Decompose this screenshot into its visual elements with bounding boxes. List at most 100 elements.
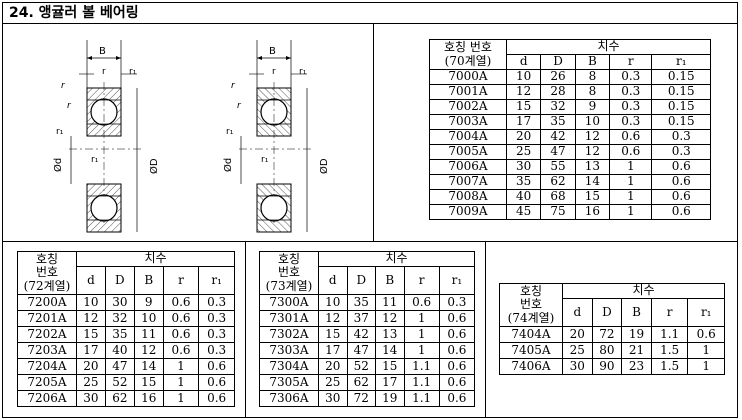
header-name: 호칭 번호 (74계열)	[499, 283, 563, 327]
cell-value: 15	[505, 99, 542, 115]
bearing-drawing-left: B r r₁ r r r₁ r₁ Ød	[52, 40, 160, 233]
label-b: B	[99, 46, 106, 57]
cell-value: 45	[505, 204, 542, 220]
cell-value: 80	[591, 342, 623, 359]
header-dims: 치수	[562, 283, 725, 299]
cell-value: 68	[540, 189, 576, 205]
cell-value: 1	[403, 310, 440, 327]
cell-value: 0.6	[438, 358, 476, 375]
cell-value: 35	[505, 174, 542, 190]
label-r-side2-2: r	[237, 101, 242, 111]
cell-value: 10	[505, 69, 542, 85]
cell-value: 42	[540, 129, 576, 145]
cell-designation: 7305A	[259, 374, 319, 391]
cell-value: 1.1	[403, 358, 440, 375]
cell-value: 0.3	[198, 310, 235, 327]
cell-designation: 7204A	[17, 358, 77, 375]
cell-value: 12	[505, 84, 542, 100]
cell-value: 47	[346, 342, 377, 359]
col-B: B	[375, 266, 405, 295]
label-r-top-2: r	[272, 67, 276, 77]
cell-value: 0.6	[162, 310, 200, 327]
cell-value: 1.1	[403, 390, 440, 407]
cell-designation: 7205A	[17, 374, 77, 391]
col-B: B	[574, 54, 611, 70]
cell-value: 40	[505, 189, 542, 205]
header-name-line1: 호칭	[519, 284, 543, 299]
col-r: r	[162, 266, 200, 295]
cell-value: 13	[375, 326, 405, 343]
cell-value: 12	[574, 129, 611, 145]
cell-designation: 7404A	[499, 326, 563, 343]
cell-value: 0.15	[651, 84, 711, 100]
cell-value: 15	[375, 358, 405, 375]
cell-value: 0.6	[438, 326, 476, 343]
label-r1-mid-2: r₁	[261, 155, 269, 165]
cell-designation: 7206A	[17, 390, 77, 407]
cell-value: 15	[133, 374, 164, 391]
col-B: B	[133, 266, 164, 295]
cell-value: 1.5	[650, 342, 689, 359]
cell-designation: 7008A	[429, 189, 507, 205]
cell-value: 25	[318, 374, 348, 391]
cell-value: 19	[375, 390, 405, 407]
cell-value: 0.6	[687, 326, 725, 343]
cell-value: 1	[609, 174, 653, 190]
cell-value: 1	[162, 390, 200, 407]
cell-value: 16	[574, 204, 611, 220]
cell-designation: 7000A	[429, 69, 507, 85]
page-title: 24. 앵귤러 볼 베어링	[2, 2, 738, 24]
cell-value: 1	[609, 159, 653, 175]
cell-value: 25	[76, 374, 106, 391]
header-dims: 치수	[506, 39, 711, 55]
cell-designation: 7002A	[429, 99, 507, 115]
cell-value: 11	[133, 326, 164, 343]
col-d: d	[76, 266, 106, 295]
cell-value: 1	[403, 326, 440, 343]
cell-value: 8	[574, 69, 611, 85]
cell-value: 0.6	[198, 374, 235, 391]
cell-value: 0.3	[198, 294, 235, 311]
cell-value: 90	[591, 358, 623, 375]
cell-value: 30	[76, 390, 106, 407]
cell-designation: 7301A	[259, 310, 319, 327]
cell-value: 0.6	[651, 204, 711, 220]
col-D: D	[540, 54, 576, 70]
cell-designation: 7001A	[429, 84, 507, 100]
cell-designation: 7006A	[429, 159, 507, 175]
cell-value: 32	[540, 99, 576, 115]
cell-value: 0.15	[651, 69, 711, 85]
label-r1-side-2: r₁	[226, 127, 234, 137]
cell-value: 0.6	[162, 294, 200, 311]
label-outer-d: ØD	[148, 158, 160, 174]
cell-value: 0.3	[651, 144, 711, 160]
cell-designation: 7202A	[17, 326, 77, 343]
cell-designation: 7003A	[429, 114, 507, 130]
cell-value: 1	[609, 204, 653, 220]
cell-value: 0.6	[609, 144, 653, 160]
cell-value: 14	[133, 358, 164, 375]
cell-value: 11	[375, 294, 405, 311]
cell-designation: 7201A	[17, 310, 77, 327]
cell-value: 28	[540, 84, 576, 100]
cell-value: 1	[687, 342, 725, 359]
header-name: 호칭 번호 (72계열)	[17, 251, 77, 295]
cell-value: 62	[104, 390, 135, 407]
cell-value: 20	[562, 326, 593, 343]
